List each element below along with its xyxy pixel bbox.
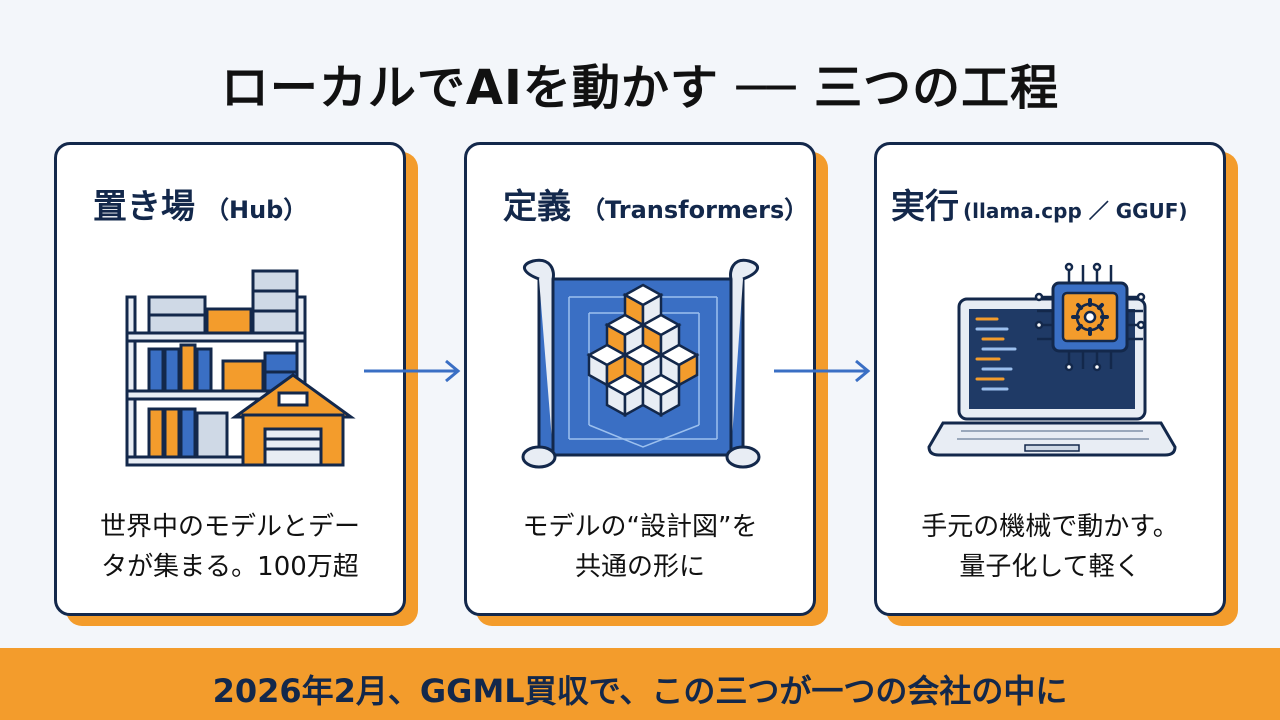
footer-band: 2026年2月、GGML買収で、この三つが一つの会社の中に [0,648,1280,720]
card-llamacpp: 実行 (llama.cpp ／ GGUF) [874,142,1238,626]
footer-text: 2026年2月、GGML買収で、この三つが一つの会社の中に [212,672,1068,710]
card-subtitle: （Transformers） [581,196,809,224]
card-body: 実行 (llama.cpp ／ GGUF) [874,142,1226,616]
card-hub: 置き場 （Hub） [54,142,418,626]
card-header: 置き場 （Hub） [93,179,393,228]
desc-line-2: タが集まる。100万超 [101,552,359,582]
blueprint-cubes-icon [521,258,761,469]
page-title: ローカルでAIを動かす ── 三つの工程 [220,60,1060,116]
card-description: 手元の機械で動かす。 量子化して軽く [887,507,1213,587]
card-title: 置き場 [93,187,195,227]
card-header: 定義 （Transformers） [503,179,808,228]
warehouse-shelf-icon [125,269,356,467]
card-header: 実行 (llama.cpp ／ GGUF) [891,179,1213,228]
card-title: 実行 [891,187,959,227]
card-subtitle: (llama.cpp ／ GGUF) [963,199,1188,223]
desc-line-1: 手元の機械で動かす。 [921,512,1179,542]
arrow-right-icon [364,359,461,383]
card-transformers: 定義 （Transformers） [464,142,828,626]
card-body: 定義 （Transformers） [464,142,816,616]
card-description: 世界中のモデルとデー タが集まる。100万超 [67,507,393,587]
desc-line-2: 共通の形に [574,552,705,582]
card-description: モデルの“設計図”を 共通の形に [477,507,803,587]
card-title: 定義 [503,187,571,227]
card-subtitle: （Hub） [205,196,308,224]
desc-line-1: モデルの“設計図”を [522,512,758,542]
desc-line-2: 量子化して軽く [959,552,1141,582]
arrow-right-icon [774,359,871,383]
desc-line-1: 世界中のモデルとデー [99,512,360,542]
card-body: 置き場 （Hub） [54,142,406,616]
laptop-chip-icon [927,262,1177,457]
